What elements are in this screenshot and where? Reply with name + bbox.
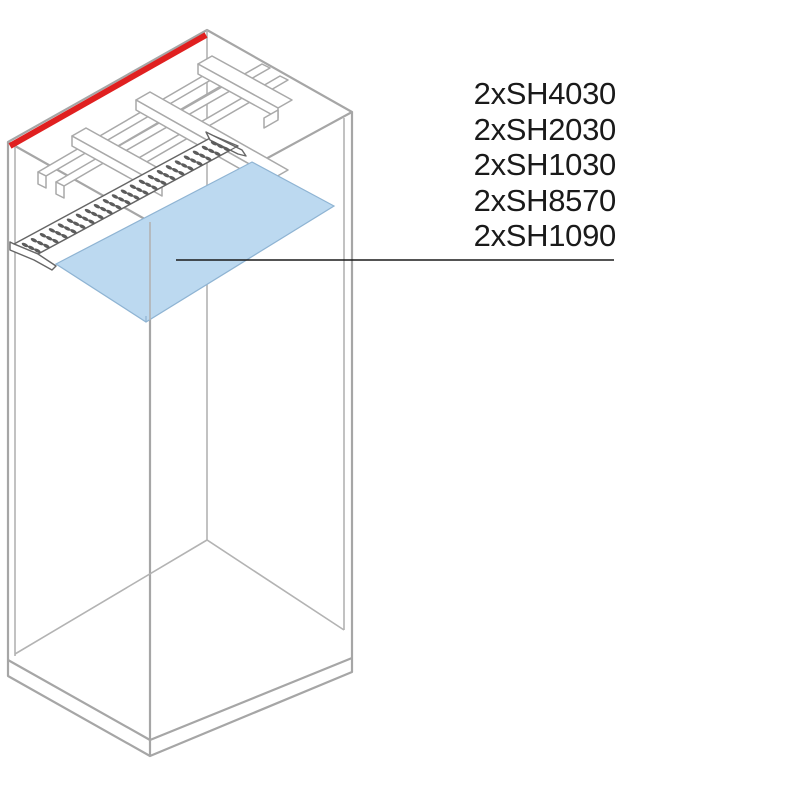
tray-slot [138, 179, 146, 185]
tray-slot [108, 202, 116, 207]
tray-slot [223, 146, 230, 152]
tray-slot [192, 150, 200, 156]
tray-slot [27, 245, 35, 251]
tray-slot [88, 219, 95, 224]
roof-rails [37, 55, 293, 199]
tray-slot [156, 170, 164, 175]
part-label: 2xSH8570 [473, 182, 617, 218]
tray-slot [135, 187, 143, 192]
tray-slot [171, 168, 179, 173]
tray-slot [66, 218, 74, 224]
tray-slot [90, 211, 98, 217]
tray-slot [36, 240, 44, 246]
tray-slot [189, 158, 197, 163]
tray-slot [187, 166, 194, 171]
tray-slot [151, 185, 158, 191]
tray-slot [165, 165, 173, 170]
tray-slot [207, 148, 215, 154]
cable-tray [9, 131, 247, 271]
part-label: 2xSH2030 [473, 111, 617, 147]
tray-slot [106, 209, 113, 215]
tray-slot [126, 192, 134, 197]
mounting-plate [54, 161, 336, 323]
tray-slot [214, 151, 221, 157]
plinth-outline [6, 658, 354, 758]
part-label: 2xSH1030 [473, 147, 617, 182]
tray-slot [142, 190, 149, 195]
tray-slot [147, 174, 155, 180]
tray-slot [84, 208, 92, 214]
rail-bracket [263, 109, 279, 129]
tray-slot [54, 231, 62, 236]
cable-tray-edge [37, 145, 239, 255]
tray-slot [198, 153, 206, 159]
tray-slot [144, 182, 152, 188]
tray-slot [63, 226, 71, 231]
cable-tray-end-flange [9, 241, 57, 271]
tray-slot [196, 161, 203, 166]
tray-slot [43, 243, 50, 249]
tray-slot [111, 194, 119, 199]
tray-slot [97, 214, 104, 220]
tray-slot [48, 228, 56, 233]
tray-slot [99, 206, 107, 212]
tray-slot [102, 199, 110, 204]
tray-slot [201, 145, 209, 151]
tray-slot [30, 237, 38, 243]
tray-slot [39, 233, 47, 238]
tray-slot [169, 175, 176, 181]
tray-slot [124, 200, 131, 205]
tray-slot [174, 160, 182, 165]
tray-slot [70, 229, 77, 234]
tray-slot [45, 235, 53, 241]
tray-slot [120, 189, 128, 194]
tray-slot [205, 156, 212, 161]
plinth-top-edge [7, 656, 353, 742]
tray-slot [183, 155, 191, 160]
tray-slot [57, 223, 65, 228]
tray-slot [178, 170, 185, 176]
tray-slot [115, 204, 122, 210]
part-label: 2xSH1090 [473, 218, 617, 253]
tray-slot [21, 242, 29, 248]
cable-tray-back-flange [205, 131, 247, 157]
tray-slot [72, 221, 80, 226]
cable-tray-slots [21, 140, 230, 254]
roof-rail-end [55, 181, 65, 199]
tray-slot [210, 140, 218, 146]
tray-slot [93, 203, 101, 209]
tray-slot [216, 143, 224, 149]
tray-slot [160, 180, 167, 186]
tray-slot [34, 248, 41, 254]
tray-slot [79, 224, 86, 229]
tray-slot [133, 195, 140, 200]
tray-slot [153, 177, 161, 183]
part-label-list: 2xSH4030 2xSH2030 2xSH1030 2xSH8570 2xSH… [420, 76, 617, 254]
tray-slot [180, 163, 188, 168]
tray-slot [81, 216, 89, 222]
cabinet-floor-back-edges [14, 539, 345, 655]
tray-slot [117, 197, 125, 202]
tray-slot [52, 238, 59, 244]
tray-slot [129, 184, 137, 190]
roof-rail-end [37, 171, 47, 189]
tray-slot [75, 213, 83, 219]
tray-slot [61, 234, 68, 239]
top-edge-highlight [8, 32, 208, 149]
tray-slot [162, 172, 170, 178]
part-label: 2xSH4030 [473, 76, 617, 111]
